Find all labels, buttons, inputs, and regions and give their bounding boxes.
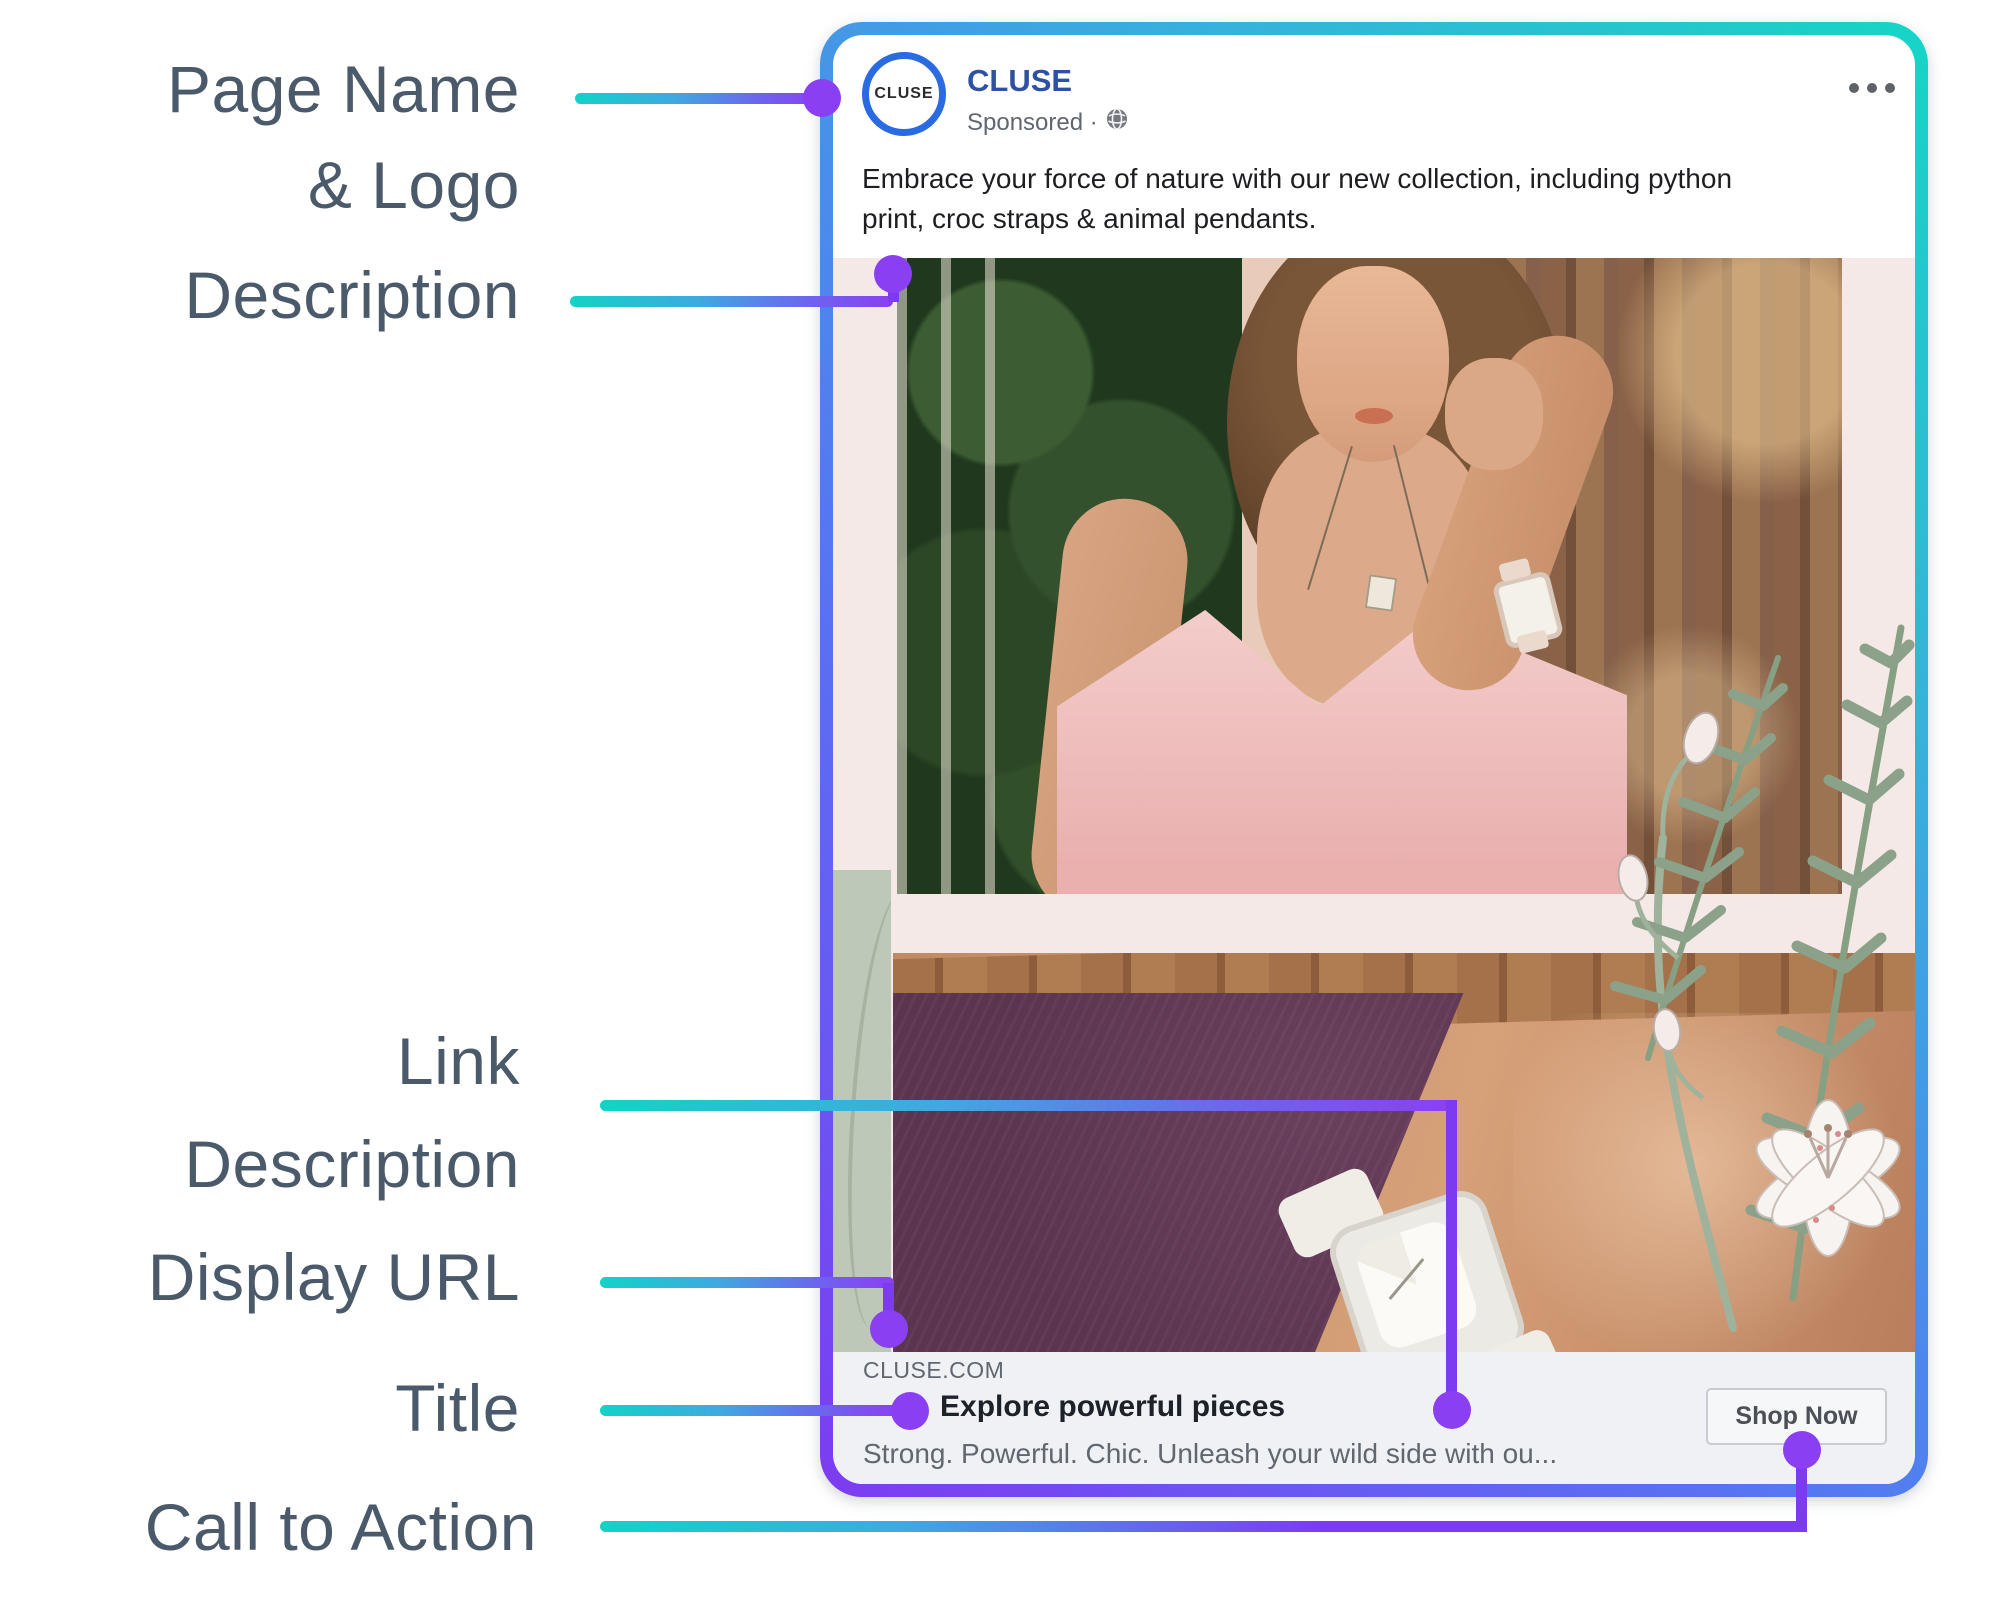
ad-footer: CLUSE.COM Explore powerful pieces Strong… — [833, 1352, 1915, 1484]
sponsored-label: Sponsored · — [967, 108, 1098, 136]
connector-dot-page-name — [803, 79, 841, 117]
ad-headline-link[interactable]: Explore powerful pieces — [940, 1390, 1286, 1423]
connector-call-to-action — [600, 1521, 1802, 1532]
connector-dot-link-description — [1433, 1391, 1471, 1429]
connector-link-description — [600, 1100, 1457, 1111]
photo-model — [897, 258, 1842, 894]
connector-dot-title — [891, 1392, 929, 1430]
label-link-description-line2: Description — [184, 1127, 520, 1201]
label-page-name-line1: Page Name — [166, 52, 520, 126]
window-slats — [897, 258, 997, 894]
page-logo-text: CLUSE — [874, 85, 934, 102]
ad-image[interactable] — [833, 258, 1915, 1352]
label-page-name-line2: & Logo — [307, 148, 520, 222]
model-lips — [1355, 408, 1393, 424]
connector-dot-display-url — [870, 1310, 908, 1348]
connector-display-url — [600, 1277, 894, 1288]
connector-display-url-vertical — [883, 1283, 894, 1319]
fern-and-lily-illustration — [1610, 624, 1915, 1332]
connector-description — [570, 296, 893, 307]
sponsored-row: Sponsored · — [967, 107, 1129, 138]
ad-link-description: Strong. Powerful. Chic. Unleash your wil… — [863, 1438, 1558, 1469]
connector-title — [600, 1405, 900, 1416]
connector-dot-description — [874, 255, 912, 293]
label-link-description-line1: Link — [396, 1024, 520, 1098]
sage-leaf-strip — [833, 870, 891, 1352]
model-hand — [1445, 358, 1543, 470]
display-url-text: CLUSE.COM — [863, 1357, 1005, 1383]
pink-top — [1057, 610, 1627, 894]
connector-dot-call-to-action — [1783, 1431, 1821, 1469]
page-logo[interactable]: CLUSE — [862, 52, 946, 136]
globe-icon — [1105, 107, 1129, 138]
label-description: Description — [184, 258, 520, 332]
more-options-icon[interactable] — [1849, 83, 1895, 93]
connector-link-description-vertical — [1446, 1100, 1457, 1400]
connector-call-to-action-vertical — [1796, 1450, 1807, 1532]
page-name-link[interactable]: CLUSE — [967, 63, 1073, 98]
label-display-url: Display URL — [147, 1240, 520, 1314]
model-face — [1297, 266, 1449, 462]
connector-page-name — [575, 93, 822, 104]
label-title: Title — [395, 1371, 520, 1445]
facebook-ad-card: CLUSE CLUSE Sponsored · Embrace your for… — [820, 22, 1928, 1497]
necklace-pendant — [1364, 574, 1398, 612]
ad-card-inner: CLUSE CLUSE Sponsored · Embrace your for… — [833, 35, 1915, 1484]
ad-body-text: Embrace your force of nature with our ne… — [862, 163, 1733, 235]
label-call-to-action: Call to Action — [144, 1490, 537, 1564]
